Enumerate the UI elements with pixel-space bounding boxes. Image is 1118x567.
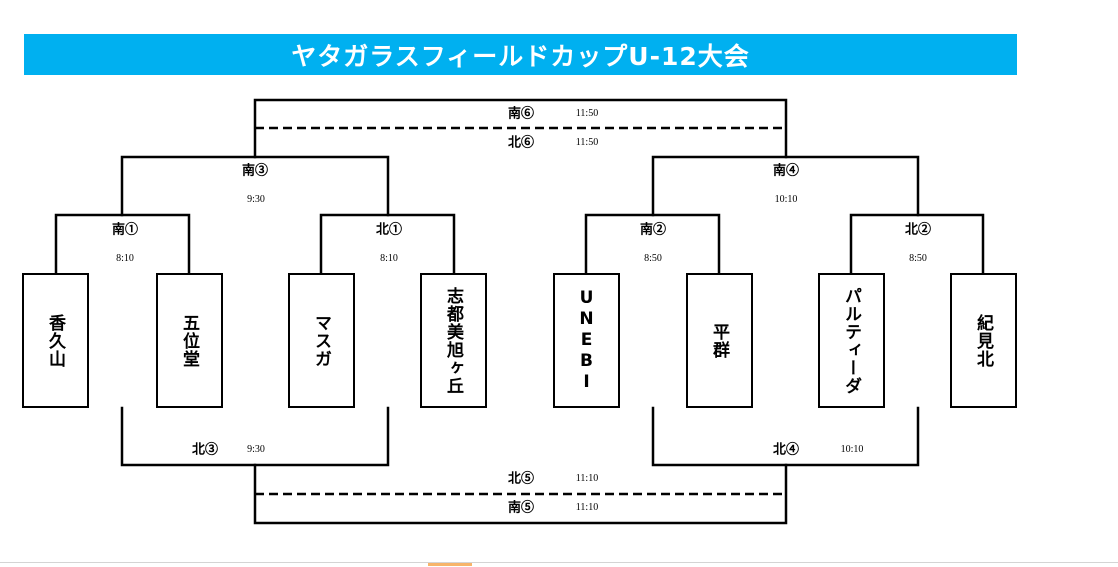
team-name: 五位堂 <box>179 313 199 368</box>
match-label-south4: 南④ <box>772 163 800 179</box>
match-label-south1: 南① <box>111 222 139 238</box>
match-time-south1: 8:10 <box>116 253 134 264</box>
match-time-north1: 8:10 <box>380 253 398 264</box>
match-label-south2: 南② <box>639 222 667 238</box>
match-time-north2: 8:50 <box>909 253 927 264</box>
team-name: 香久山 <box>45 313 65 368</box>
team-name: 紀見北 <box>973 313 993 368</box>
team-name: 志都美旭ヶ丘 <box>443 286 463 395</box>
match-label-north2: 北② <box>904 222 932 238</box>
match-label-north6: 北⑥ <box>507 135 535 151</box>
team-box-6: 平群 <box>686 273 753 408</box>
team-name: UNEBI <box>576 288 597 393</box>
match-label-north4: 北④ <box>772 442 800 458</box>
match-time-south3: 9:30 <box>247 194 265 205</box>
match-label-south5: 南⑤ <box>507 500 535 516</box>
page-title: ヤタガラスフィールドカップU-12大会 <box>291 41 750 71</box>
match-time-north6: 11:50 <box>575 137 599 148</box>
title-banner: ヤタガラスフィールドカップU-12大会 <box>24 34 1017 75</box>
team-box-1: 香久山 <box>22 273 89 408</box>
team-box-8: 紀見北 <box>950 273 1017 408</box>
team-name: 平群 <box>709 322 729 359</box>
bracket-north3-connector <box>120 406 390 467</box>
match-time-south5: 11:10 <box>575 502 599 513</box>
team-box-3: マスガ <box>288 273 355 408</box>
match-label-north1: 北① <box>375 222 403 238</box>
match-label-north5: 北⑤ <box>507 471 535 487</box>
match-label-south6: 南⑥ <box>507 106 535 122</box>
team-box-7: パルティーダ <box>818 273 885 408</box>
match-time-south4: 10:10 <box>774 194 798 205</box>
match-label-south3: 南③ <box>241 163 269 179</box>
match-time-south2: 8:50 <box>644 253 662 264</box>
match-time-north4: 10:10 <box>840 444 864 455</box>
match-time-north5: 11:10 <box>575 473 599 484</box>
match-time-north3: 9:30 <box>247 444 265 455</box>
match-time-south6: 11:50 <box>575 108 599 119</box>
sheet-edge-line <box>0 562 1118 563</box>
team-box-5: UNEBI <box>553 273 620 408</box>
team-box-4: 志都美旭ヶ丘 <box>420 273 487 408</box>
team-name: マスガ <box>311 313 331 368</box>
team-box-2: 五位堂 <box>156 273 223 408</box>
team-name: パルティーダ <box>841 286 861 395</box>
selection-indicator <box>428 563 472 566</box>
match-label-north3: 北③ <box>191 442 219 458</box>
